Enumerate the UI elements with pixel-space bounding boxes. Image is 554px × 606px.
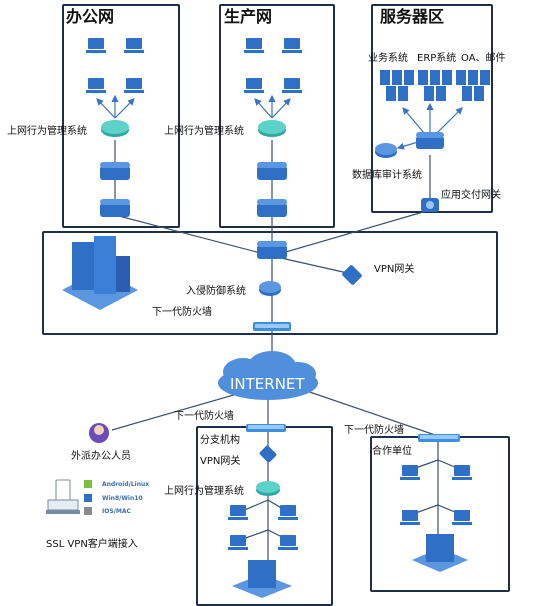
label-os-android: Android/Linux — [102, 481, 150, 488]
core-zone — [42, 231, 498, 335]
production-pc-icons — [244, 38, 302, 93]
branch-pc-icons — [228, 505, 298, 550]
ips-icon — [259, 281, 281, 296]
partner-firewall-icon — [418, 434, 460, 442]
production-zone-title: 生产网 — [224, 7, 273, 26]
partner-pc-icons — [400, 465, 472, 525]
server-cluster-icons — [380, 70, 490, 101]
label-erp-system: ERP系统 — [417, 53, 457, 64]
switch-icons — [100, 132, 444, 259]
behavior-mgmt-icons — [101, 120, 286, 137]
partner-building-icon — [412, 534, 468, 572]
internet-cloud-icon — [218, 351, 318, 400]
label-adc-gateway: 应用交付网关 — [441, 190, 501, 201]
client-device-icons — [46, 479, 92, 515]
label-vpn-gateway: VPN网关 — [374, 264, 415, 275]
branch-firewall-icon — [246, 424, 286, 432]
label-business-system: 业务系统 — [368, 53, 408, 64]
branch-building-icon — [232, 560, 292, 598]
label-os-win: Win8/Win10 — [102, 495, 143, 502]
branch-vpn-icon — [259, 445, 277, 463]
office-zone-title: 办公网 — [66, 7, 115, 26]
production-network-zone — [219, 4, 335, 228]
internet-label: INTERNET — [230, 375, 305, 393]
label-oa-mail: OA、邮件 — [461, 53, 506, 64]
label-partner-ngfw: 下一代防火墙 — [344, 425, 404, 436]
label-remote-staff: 外派办公人员 — [71, 451, 131, 462]
label-db-audit: 数据库审计系统 — [352, 170, 422, 181]
adc-gateway-icon — [421, 198, 439, 212]
label-branch-name: 分支机构 — [200, 435, 240, 446]
db-audit-icon — [375, 143, 397, 158]
label-os-ios: IOS/MAC — [102, 508, 131, 515]
vpn-gateway-icon — [342, 265, 362, 285]
label-ips: 入侵防御系统 — [186, 286, 246, 297]
label-core-ngfw: 下一代防火墙 — [152, 307, 212, 318]
server-zone-title: 服务器区 — [380, 7, 445, 26]
headquarters-building-icon — [62, 236, 138, 310]
label-branch-vpn: VPN网关 — [200, 456, 241, 467]
label-branch-behavior-mgmt: 上网行为管理系统 — [164, 486, 244, 497]
office-network-zone — [62, 4, 180, 228]
label-partner-name: 合作单位 — [372, 446, 412, 457]
office-pc-icons — [86, 38, 144, 93]
label-branch-ngfw: 下一代防火墙 — [174, 411, 234, 422]
label-office-behavior-mgmt: 上网行为管理系统 — [7, 126, 87, 137]
label-production-behavior-mgmt: 上网行为管理系统 — [164, 126, 244, 137]
core-firewall-icon — [253, 322, 291, 331]
branch-behavior-mgmt-icon — [256, 481, 280, 496]
remote-staff-avatar — [89, 423, 109, 443]
label-ssl-vpn: SSL VPN客户端接入 — [46, 539, 138, 550]
